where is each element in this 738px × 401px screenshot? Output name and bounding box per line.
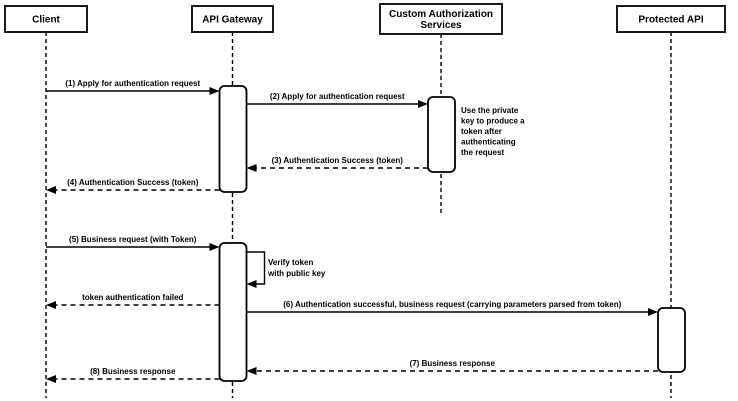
message-label-2: (2) Apply for authentication request — [270, 92, 405, 101]
message-arrowhead-1 — [209, 87, 220, 95]
message-arrowhead-2 — [418, 100, 428, 108]
actor-label-custom-authorization-services-line-2: Services — [420, 20, 462, 31]
actor-box-custom-authorization-services — [379, 3, 503, 35]
activation-custom-authorization-services — [427, 96, 456, 173]
message-arrowhead-4 — [46, 186, 56, 194]
message-label-3: (3) Authentication Success (token) — [272, 156, 404, 165]
actor-label-client: Client — [32, 15, 60, 26]
activation-api-gateway-authentication — [218, 85, 248, 193]
actor-label-api-gateway: API Gateway — [202, 15, 263, 26]
note-private-key-note-line-4: authenticating — [461, 138, 516, 147]
self-message-label-verify-token-line-1: Verify token — [268, 258, 313, 267]
message-label-8: (8) Business response — [90, 367, 176, 376]
self-message-label-verify-token-line-2: with public key — [267, 269, 326, 278]
actor-box-api-gateway — [191, 5, 274, 33]
actor-box-client — [4, 5, 88, 33]
message-arrowhead-7 — [246, 367, 257, 375]
note-private-key-note-line-1: Use the private — [461, 106, 519, 115]
actor-label-protected-api: Protected API — [638, 15, 703, 26]
message-label-7: (7) Business response — [410, 359, 496, 368]
activation-protected-api — [657, 307, 686, 373]
activation-api-gateway-business — [218, 242, 248, 382]
message-arrowhead-5 — [209, 243, 220, 251]
actor-box-protected-api — [616, 5, 726, 33]
self-message-loop-verify-token — [246, 251, 266, 285]
message-label-5: (5) Business request (with Token) — [69, 235, 197, 244]
message-label-4: (4) Authentication Success (token) — [67, 178, 199, 187]
message-arrowhead-3 — [246, 164, 257, 172]
note-private-key-note-line-3: token after — [461, 127, 502, 136]
message-arrowhead-6 — [648, 308, 658, 316]
message-arrowhead-token-failed — [46, 301, 56, 309]
note-private-key-note-line-5: the request — [461, 148, 504, 157]
note-private-key-note-line-2: key to produce a — [461, 117, 525, 126]
message-arrowhead-8 — [46, 375, 56, 383]
message-label-6: (6) Authentication successful, business … — [283, 300, 621, 309]
self-message-arrowhead-verify-token — [246, 280, 257, 288]
actor-label-custom-authorization-services-line-1: Custom Authorization — [389, 9, 493, 20]
message-label-1: (1) Apply for authentication request — [65, 79, 200, 88]
message-label-token-failed: token authentication failed — [82, 293, 183, 302]
